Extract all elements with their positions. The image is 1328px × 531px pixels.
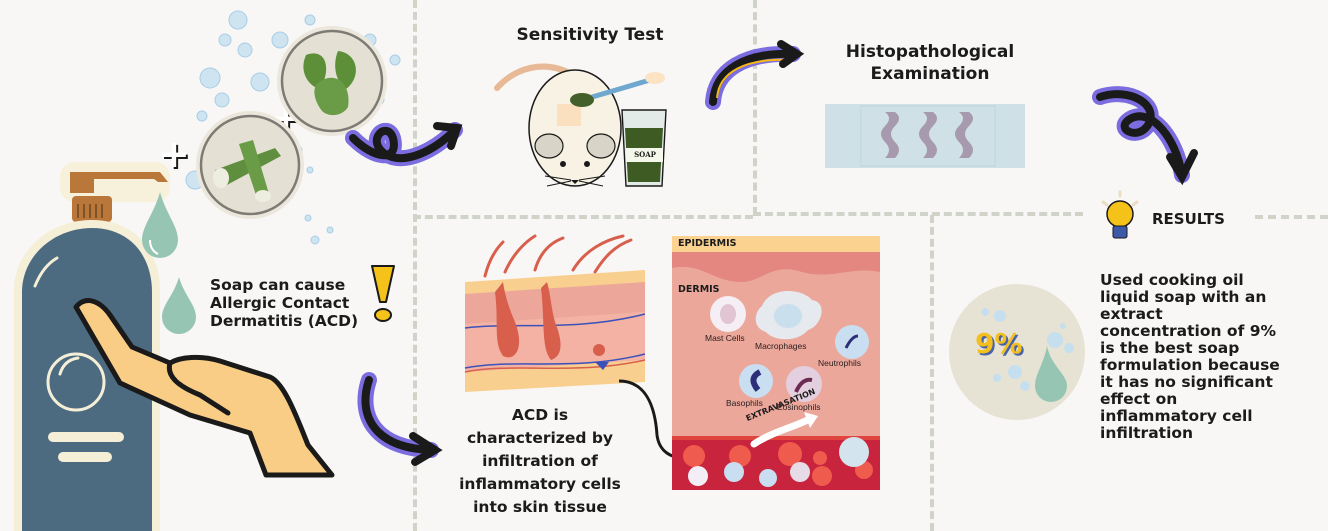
epidermis-dermis-panel: EPIDERMIS DERMIS Mast Cells Macrophages … [672,236,880,490]
cell-label-mast-cells: Mast Cells [705,333,745,343]
acd-line: inflammatory cells [459,475,621,493]
divider-horizontal-right2 [1255,215,1328,219]
results-line: liquid soap with an [1100,288,1267,306]
histopathology-title-line1: Histopathological [845,42,1015,62]
results-line: it has no significant [1100,373,1273,391]
epidermis-wave [672,252,880,282]
skin-cross-section-icon [464,234,646,392]
soap-warning-line: Allergic Contact [210,294,350,312]
epidermis-label: EPIDERMIS [678,238,737,249]
histopathology-title-line2: Examination [870,64,990,84]
cell-label-neutrophils: Neutrophils [818,358,861,368]
acd-line: characterized by [466,429,614,447]
results-line: infiltration [1100,424,1194,442]
results-text: Used cooking oil liquid soap with an ext… [1100,272,1320,442]
concentration-circle [949,284,1085,420]
cell-label-macrophages: Macrophages [755,341,807,351]
plus-icon: + [158,132,190,176]
soap-warning-text: Soap can cause Allergic Contact Dermatit… [210,276,358,330]
arrow-icon-to-results [1092,86,1198,186]
results-line: formulation because [1100,356,1280,374]
extravasation-arrow-icon [750,412,818,448]
results-line: is the best soap [1100,339,1240,357]
exclamation-icon [371,265,395,322]
betel-leaves-icon [277,26,387,136]
results-line: concentration of 9% [1100,322,1277,340]
epidermis-band [672,236,880,252]
dermis-label: DERMIS [678,284,720,295]
soap-warning-line: Soap can cause [210,276,346,294]
arrow-icon-to-acd [357,372,443,466]
soap-glass-icon [621,109,667,187]
divider-left [413,0,417,531]
arrow-icon-to-sensitivity [345,122,463,167]
arrow-icon-to-histopathology [705,40,805,110]
results-line: Used cooking oil [1100,271,1244,289]
blood-cells [683,437,873,487]
bubbles [185,10,401,245]
cotton-swab-icon [570,72,665,107]
soap-bottle-illustration [14,162,170,531]
aloe-vera-icon [196,111,304,219]
results-line: inflammatory cell [1100,407,1253,425]
acd-line: into skin tissue [473,498,607,516]
cell-label-eosinophils: Eosinophils [777,402,821,412]
soap-jar-label: SOAP [634,150,656,159]
concentration-badge: 9% [975,327,1023,360]
mouse-icon [494,63,622,187]
divider-horizontal-middle [413,215,753,219]
cell-label-basophils: Basophils [726,398,763,408]
divider-horizontal-right1 [753,212,1083,216]
results-heading: RESULTS [1152,210,1225,228]
acd-line: infiltration of [482,452,598,470]
divider-middle-top [753,0,757,215]
microscope-slide-icon [825,104,1025,168]
acd-description: ACD is characterized by infiltration of … [440,404,640,519]
lightbulb-icon [1101,190,1139,239]
soap-drop-icon-2 [162,277,196,334]
sensitivity-test-title: Sensitivity Test [516,25,664,45]
soap-drop-icon [142,192,178,258]
results-line: extract [1100,305,1163,323]
soap-warning-line: Dermatitis (ACD) [210,312,359,330]
immune-cells [710,290,869,402]
results-line: effect on [1100,390,1178,408]
acd-line: ACD is [511,406,569,424]
divider-right-bottom [930,215,934,531]
hand-icon [73,298,335,478]
